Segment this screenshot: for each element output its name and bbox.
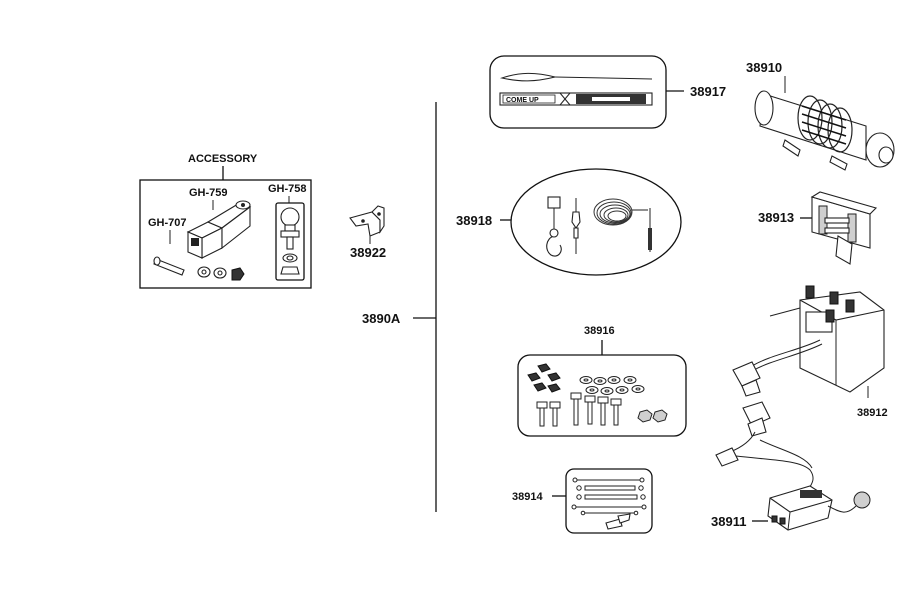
part-38917-label: 38917 — [690, 84, 726, 99]
part-38914-label: 38914 — [512, 491, 543, 503]
accessory-frame — [139, 179, 312, 289]
part-38913-label: 38913 — [758, 210, 794, 225]
part-38916-label: 38916 — [584, 325, 615, 337]
hardware-kit-38916: 38916 — [517, 325, 687, 437]
bracket-38922: 38922 — [349, 205, 386, 260]
strap-tag-38917: COME UP 38917 — [489, 55, 726, 129]
accessory-title: ACCESSORY — [188, 153, 258, 165]
tag-text: COME UP — [506, 97, 539, 104]
rods-38914: 38914 — [512, 468, 653, 534]
hitch-receiver-drawing: GH-759 — [186, 187, 252, 259]
part-38918-label: 38918 — [456, 213, 492, 228]
gh759-label: GH-759 — [189, 187, 228, 199]
part-38910-label: 38910 — [746, 60, 782, 75]
tow-ball-drawing: GH-758 — [268, 183, 307, 281]
remote-switch-38911: 38911 — [711, 401, 871, 531]
kit-3890a: 3890A — [362, 102, 437, 512]
gh758-label: GH-758 — [268, 183, 307, 195]
hook-cable-38918: 38918 — [456, 168, 682, 276]
part-38911-label: 38911 — [711, 514, 746, 529]
part-38912-label: 38912 — [857, 407, 888, 419]
hitch-pin-drawing: GH-707 — [148, 217, 245, 281]
winch-38910: 38910 — [746, 60, 895, 171]
fairlead-38913: 38913 — [758, 191, 878, 265]
accessory-group: ACCESSORY GH-759 GH-758 — [139, 153, 312, 289]
solenoid-38912: 38912 — [732, 285, 888, 419]
gh707-label: GH-707 — [148, 217, 187, 229]
kit-3890a-label: 3890A — [362, 311, 401, 326]
part-38922-label: 38922 — [350, 245, 386, 260]
